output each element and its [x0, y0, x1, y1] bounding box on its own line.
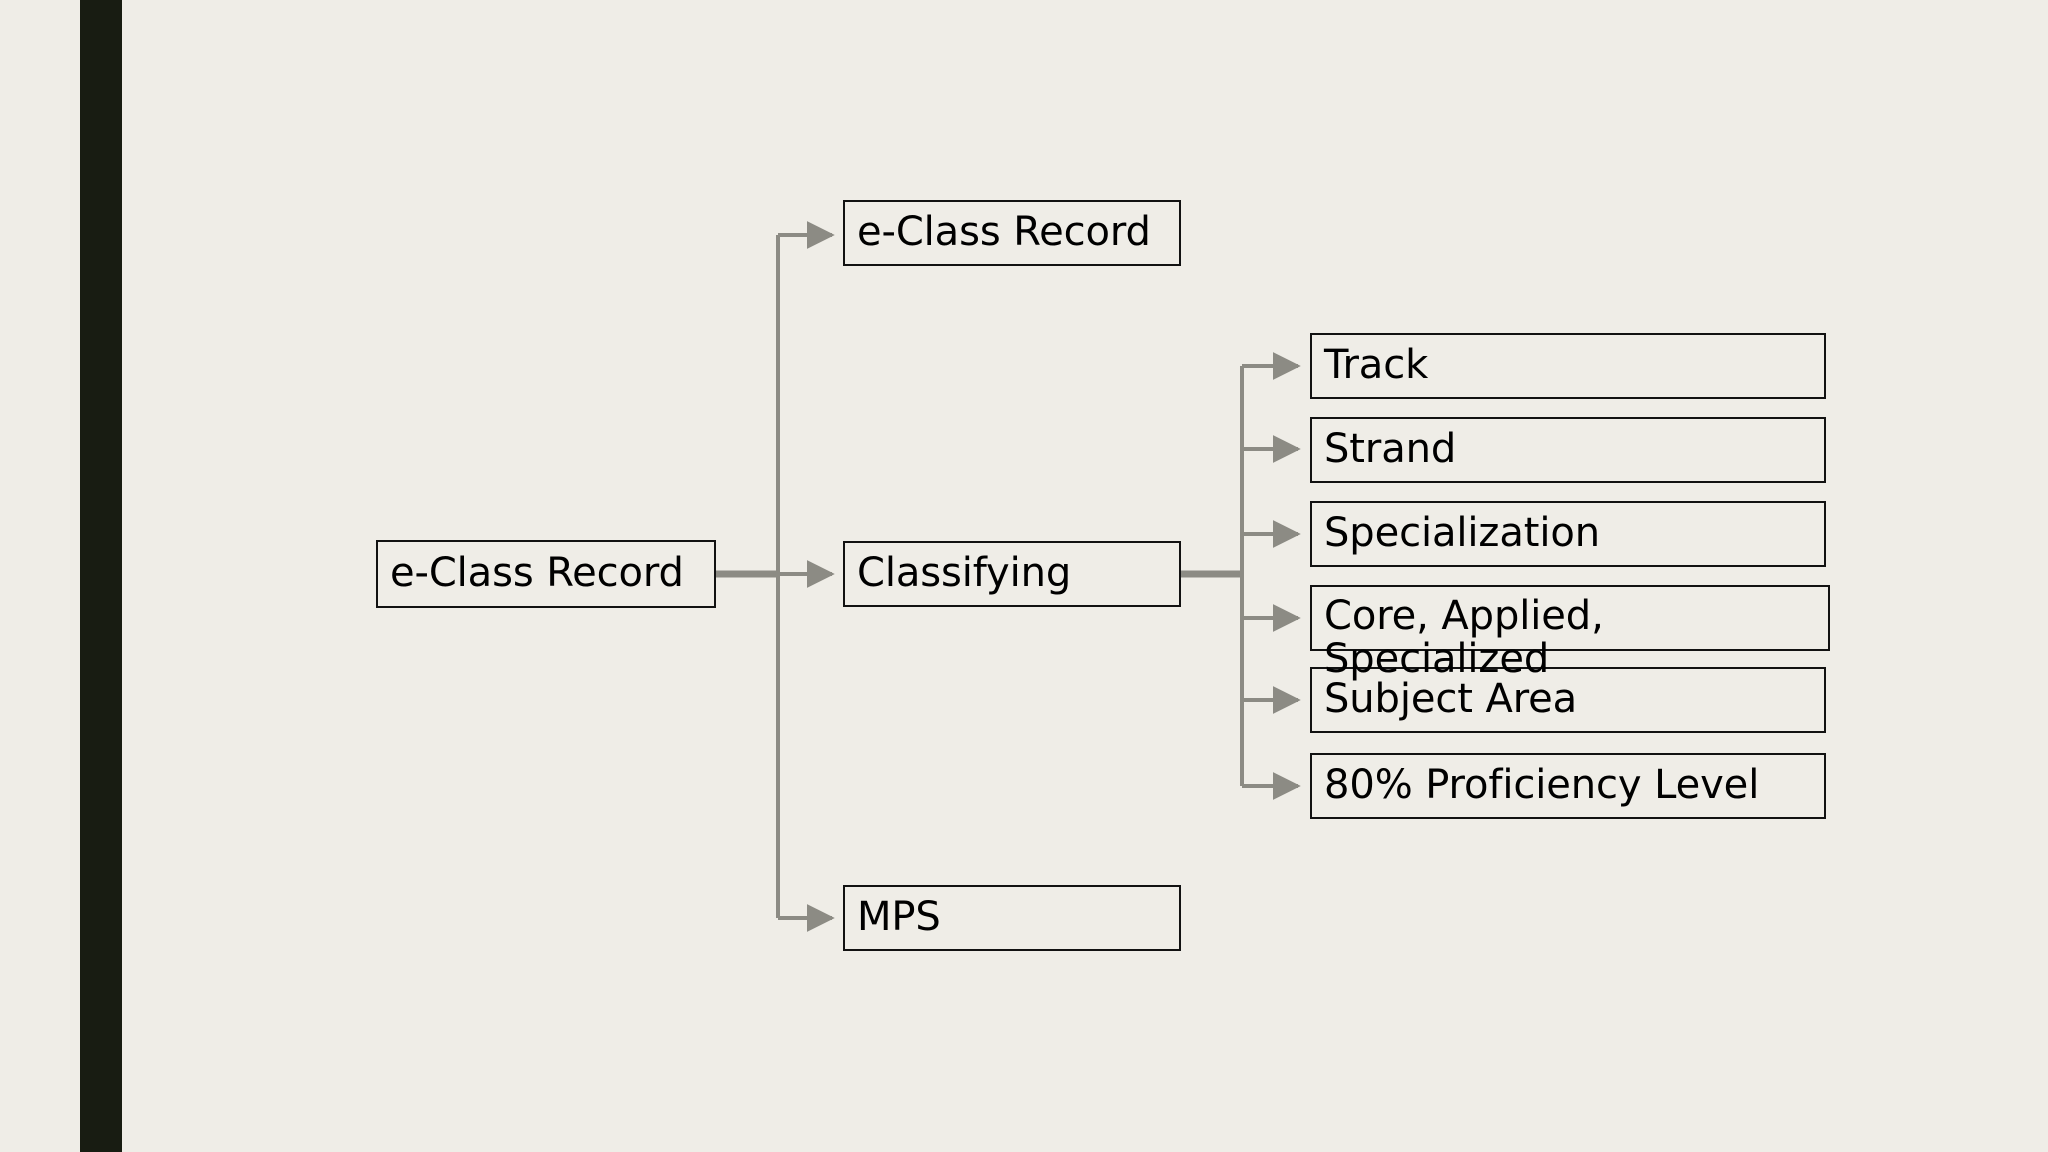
- node-eclass-record[interactable]: e-Class Record: [843, 200, 1181, 266]
- node-eclass-record-label: e-Class Record: [857, 209, 1151, 256]
- node-specialization[interactable]: Specialization: [1310, 501, 1826, 567]
- node-core-applied-specialized[interactable]: Core, Applied, Specialized: [1310, 585, 1830, 681]
- node-mps-label: MPS: [857, 894, 941, 941]
- node-track-label: Track: [1324, 342, 1429, 389]
- node-classifying-label: Classifying: [857, 550, 1072, 597]
- node-mps[interactable]: MPS: [843, 885, 1181, 951]
- left-accent-strip: [80, 0, 122, 1152]
- node-strand[interactable]: Strand: [1310, 417, 1826, 483]
- node-root-label: e-Class Record: [390, 550, 684, 597]
- node-proficiency-label: 80% Proficiency Level: [1324, 762, 1760, 809]
- node-subject-area-label: Subject Area: [1324, 676, 1578, 723]
- node-strand-label: Strand: [1324, 426, 1457, 473]
- node-root[interactable]: e-Class Record: [376, 540, 716, 608]
- node-specialization-label: Specialization: [1324, 510, 1600, 557]
- node-core-applied-specialized-label: Core, Applied, Specialized: [1324, 593, 1604, 683]
- node-classifying[interactable]: Classifying: [843, 541, 1181, 607]
- node-track[interactable]: Track: [1310, 333, 1826, 399]
- node-subject-area[interactable]: Subject Area: [1310, 667, 1826, 733]
- node-proficiency[interactable]: 80% Proficiency Level: [1310, 753, 1826, 819]
